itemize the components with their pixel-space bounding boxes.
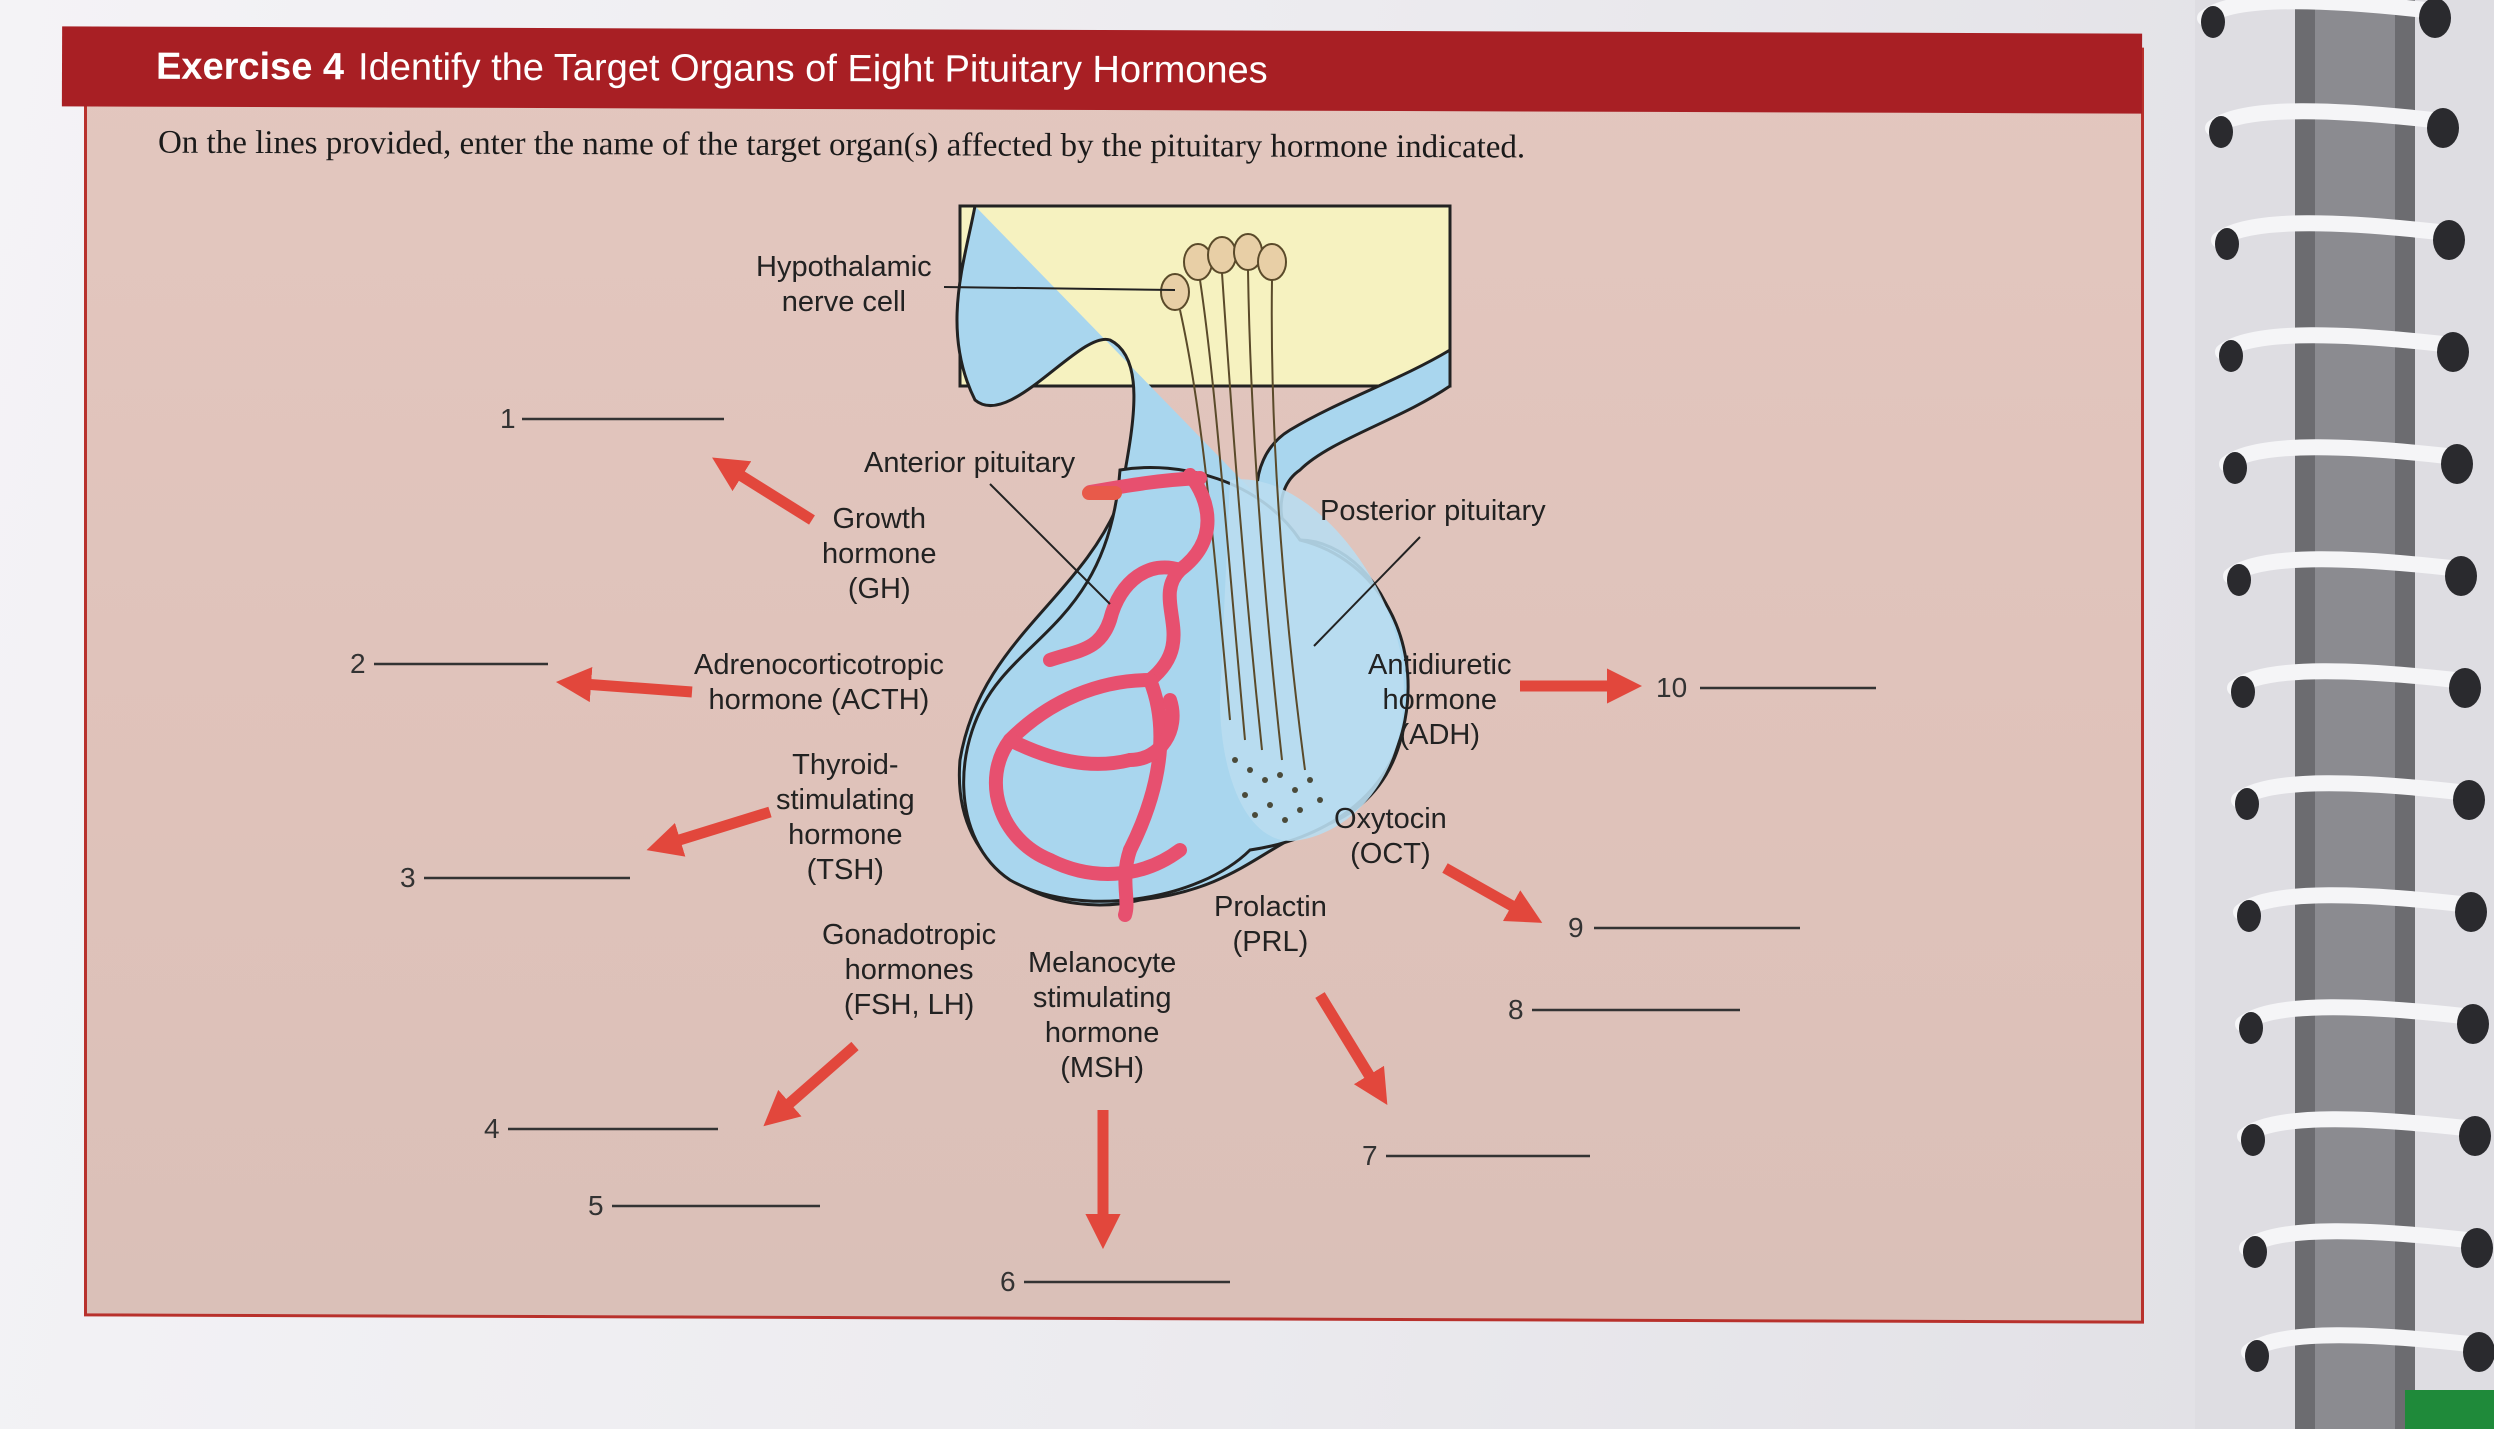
blank-number-7: 7: [1362, 1140, 1378, 1171]
posterior-lobe: [1220, 479, 1404, 841]
hormone-acth-label: Adrenocorticotropic hormone (ACTH): [694, 649, 944, 716]
hypothalamic-nerve-cell-label: Hypothalamic nerve cell: [756, 251, 932, 318]
blank-number-4: 4: [484, 1113, 500, 1144]
hormone-fsh-lh-label: Gonadotropic hormones (FSH, LH): [822, 919, 997, 1021]
hormone-tsh-label: Thyroid- stimulating hormone (TSH): [776, 749, 915, 886]
hormone-arrows: [555, 457, 1643, 1250]
posterior-pituitary-label: Posterior pituitary: [1320, 495, 1546, 527]
blank-number-8: 8: [1508, 994, 1524, 1025]
artery-stub: [1082, 486, 1122, 500]
blank-number-9: 9: [1568, 912, 1584, 943]
hormone-adh-label: Antidiuretic hormone (ADH): [1368, 649, 1512, 751]
answer-lines: [374, 417, 1876, 1284]
hormone-gh-label: Growth hormone (GH): [822, 503, 937, 605]
hormone-msh-label: Melanocyte stimulating hormone (MSH): [1028, 947, 1177, 1084]
leader-lines: [943, 286, 1421, 647]
blank-number-6: 6: [1000, 1266, 1016, 1297]
blank-number-1: 1: [500, 403, 516, 434]
hormone-prl-label: Prolactin (PRL): [1214, 891, 1327, 958]
portal-vessels: [988, 468, 1215, 922]
blank-number-5: 5: [588, 1190, 604, 1221]
blank-number-2: 2: [350, 648, 366, 679]
spiral-binding: [2195, 0, 2494, 1429]
blank-number-10: 10: [1656, 672, 1688, 703]
neuron-terminals: [1232, 757, 1323, 823]
anterior-pituitary-label: Anterior pituitary: [864, 447, 1076, 479]
hypothalamic-neurons: [1160, 233, 1306, 771]
hormone-oct-label: Oxytocin (OCT): [1334, 803, 1447, 870]
blank-number-3: 3: [400, 862, 416, 893]
